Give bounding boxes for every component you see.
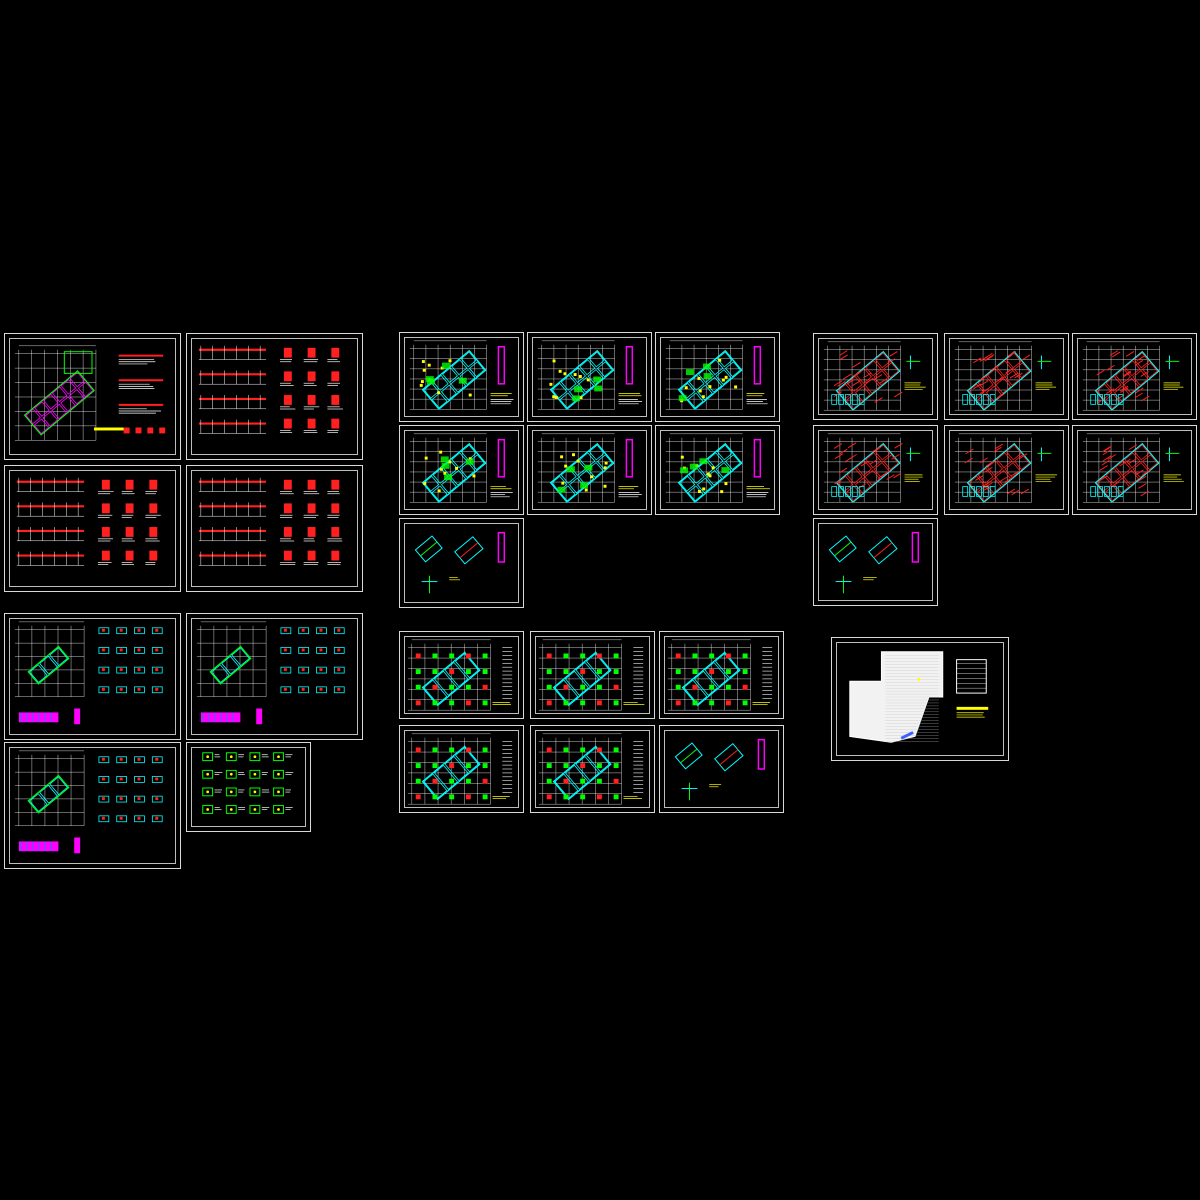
sheet-drawing (665, 433, 770, 503)
drawing-sheet-cyan-floor-plan[interactable] (655, 425, 780, 515)
sheet-drawing (1082, 433, 1184, 503)
sheet-drawing (414, 531, 506, 594)
drawing-sheet-cyan-floor-plan[interactable] (655, 332, 780, 422)
drawing-sheet-beam-sections[interactable] (186, 333, 363, 460)
drawing-sheet-red-rebar-plan[interactable] (1072, 425, 1197, 515)
sheet-drawing (407, 639, 513, 711)
sheet-border (535, 636, 650, 714)
drawing-sheet-stair-detail[interactable] (399, 518, 524, 608)
sheet-border (660, 430, 775, 510)
drawing-sheet-column-plan[interactable] (399, 631, 524, 719)
sheet-border (9, 747, 176, 864)
sheet-drawing (14, 621, 163, 725)
sheet-drawing (14, 345, 166, 441)
drawing-sheet-stair-detail[interactable] (659, 725, 784, 813)
sheet-drawing (14, 750, 163, 854)
drawing-sheet-stair-detail[interactable] (813, 518, 938, 606)
sheet-border (404, 523, 519, 603)
sheet-drawing (202, 752, 294, 814)
sheet-drawing (16, 477, 161, 566)
sheet-drawing (537, 433, 642, 503)
drawing-sheet-column-plan[interactable] (530, 631, 655, 719)
sheet-border (191, 747, 306, 827)
sheet-drawing (674, 738, 766, 801)
sheet-drawing (409, 433, 513, 503)
drawing-sheet-detail-sheet[interactable] (186, 742, 311, 832)
sheet-border (191, 338, 358, 455)
drawing-sheet-column-plan[interactable] (399, 725, 524, 813)
sheet-border (836, 642, 1004, 756)
drawing-sheet-cyan-floor-plan[interactable] (399, 332, 524, 422)
sheet-border (660, 337, 775, 417)
sheet-border (191, 618, 358, 735)
sheet-border (404, 636, 519, 714)
sheet-drawing (198, 477, 343, 566)
drawing-sheet-red-rebar-plan[interactable] (944, 425, 1069, 515)
drawing-sheet-cyan-floor-plan[interactable] (399, 425, 524, 515)
sheet-border (532, 337, 647, 417)
drawing-sheet-beam-sections[interactable] (4, 465, 181, 592)
sheet-border (532, 430, 647, 510)
drawing-sheet-beam-sections[interactable] (186, 465, 363, 592)
drawing-sheet-column-plan[interactable] (530, 725, 655, 813)
sheet-border (404, 730, 519, 808)
drawing-sheet-red-rebar-plan[interactable] (813, 425, 938, 515)
drawing-sheet-column-plan[interactable] (659, 631, 784, 719)
sheet-drawing (828, 531, 920, 594)
drawing-sheet-column-layout[interactable] (4, 742, 181, 869)
sheet-drawing (196, 621, 345, 725)
sheet-border (9, 618, 176, 735)
sheet-drawing (667, 639, 773, 711)
sheet-drawing (537, 340, 643, 410)
sheet-drawing (407, 733, 513, 805)
sheet-border (818, 338, 933, 415)
sheet-border (9, 338, 176, 455)
sheet-drawing (538, 639, 645, 711)
sheet-border (664, 730, 779, 808)
drawing-sheet-cyan-floor-plan[interactable] (527, 425, 652, 515)
sheet-drawing (409, 340, 514, 410)
sheet-drawing (954, 341, 1057, 411)
sheet-border (1077, 430, 1192, 510)
drawing-sheet-plan-with-details[interactable] (4, 333, 181, 460)
sheet-drawing (198, 345, 343, 434)
drawing-sheet-site-plan[interactable] (831, 637, 1009, 761)
sheet-border (404, 337, 519, 417)
sheet-drawing (538, 733, 644, 805)
sheet-border (191, 470, 358, 587)
sheet-border (9, 470, 176, 587)
sheet-drawing (954, 433, 1058, 503)
sheet-drawing (1082, 341, 1184, 411)
drawing-sheet-column-layout[interactable] (186, 613, 363, 740)
sheet-drawing (823, 433, 923, 503)
sheet-border (404, 430, 519, 510)
drawing-sheet-red-rebar-plan[interactable] (1072, 333, 1197, 420)
sheet-drawing (665, 340, 768, 410)
sheet-border (818, 523, 933, 601)
sheet-border (818, 430, 933, 510)
drawing-sheet-red-rebar-plan[interactable] (813, 333, 938, 420)
sheet-border (535, 730, 650, 808)
sheet-border (1077, 338, 1192, 415)
sheet-drawing (823, 341, 926, 411)
drawing-sheet-cyan-floor-plan[interactable] (527, 332, 652, 422)
drawing-sheet-red-rebar-plan[interactable] (944, 333, 1069, 420)
sheet-border (949, 430, 1064, 510)
sheet-drawing (849, 651, 989, 743)
sheet-border (949, 338, 1064, 415)
drawing-sheet-column-layout[interactable] (4, 613, 181, 740)
sheet-border (664, 636, 779, 714)
